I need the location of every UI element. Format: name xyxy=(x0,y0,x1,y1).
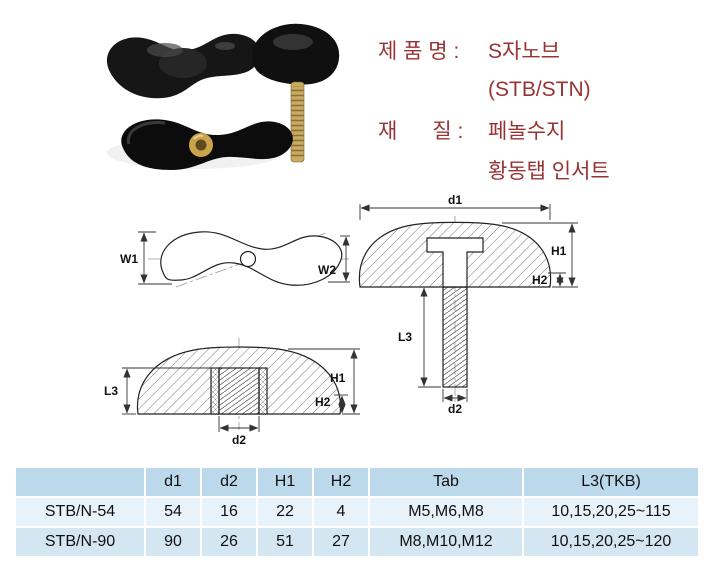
h2-cell: 4 xyxy=(314,498,368,526)
table-row: STB/N-90 90 26 51 27 M8,M10,M12 10,15,20… xyxy=(16,528,698,556)
section-view-drawing: L3 H1 H2 d2 xyxy=(104,338,360,447)
tab-cell: M8,M10,M12 xyxy=(370,528,522,556)
product-name-label: 제 품 명 : xyxy=(378,40,460,63)
top-view-drawing: W1 W2 xyxy=(120,231,350,288)
dim-label-w1: W1 xyxy=(120,252,138,266)
material-sub-value: 황동탭 인서트 xyxy=(488,160,610,183)
product-name-row: 제 품 명 : S자노브 xyxy=(378,30,610,70)
d2-cell: 16 xyxy=(202,498,256,526)
material-label: 재 질 : xyxy=(378,120,464,143)
insert-sleeve-right xyxy=(258,367,268,415)
column-header-l3: L3(TKB) xyxy=(524,468,698,496)
d2-cell: 26 xyxy=(202,528,256,556)
dim-label-sec-d2: d2 xyxy=(232,433,246,447)
product-name-value: S자노브 xyxy=(488,40,560,63)
column-header-d2: d2 xyxy=(202,468,256,496)
d1-cell: 90 xyxy=(146,528,200,556)
dim-label-front-h2: H2 xyxy=(532,273,548,287)
h1-cell: 22 xyxy=(258,498,312,526)
tab-cell: M5,M6,M8 xyxy=(370,498,522,526)
product-info: 제 품 명 : S자노브 (STB/STN) 재 질 : 페놀수지 황동탭 인서… xyxy=(378,30,610,190)
l3-cell: 10,15,20,25~115 xyxy=(524,498,698,526)
column-header-name xyxy=(16,468,144,496)
column-header-tab: Tab xyxy=(370,468,522,496)
product-code-row: (STB/STN) xyxy=(378,70,610,110)
wing-knob-photo xyxy=(106,33,261,99)
table-row: STB/N-54 54 16 22 4 M5,M6,M8 10,15,20,25… xyxy=(16,498,698,526)
dim-label-sec-h1: H1 xyxy=(330,371,346,385)
material-row: 재 질 : 페놀수지 xyxy=(378,110,610,150)
technical-drawings: W1 W2 d1 L3 d2 xyxy=(104,193,578,447)
model-name-cell: STB/N-54 xyxy=(16,498,144,526)
spec-table: d1 d2 H1 H2 Tab L3(TKB) STB/N-54 54 16 2… xyxy=(14,466,700,558)
tapped-hole xyxy=(218,367,260,415)
d1-cell: 54 xyxy=(146,498,200,526)
dim-label-front-d2: d2 xyxy=(448,402,462,416)
h1-cell: 51 xyxy=(258,528,312,556)
column-header-d1: d1 xyxy=(146,468,200,496)
column-header-h1: H1 xyxy=(258,468,312,496)
l3-cell: 10,15,20,25~120 xyxy=(524,528,698,556)
dim-label-w2: W2 xyxy=(318,263,336,277)
stud-knob-photo xyxy=(251,23,340,163)
h2-cell: 27 xyxy=(314,528,368,556)
front-view-drawing: d1 L3 d2 H1 H2 xyxy=(358,193,578,416)
dim-label-sec-h2: H2 xyxy=(315,395,331,409)
material-sub-row: 황동탭 인서트 xyxy=(378,150,610,190)
dim-label-front-l3: L3 xyxy=(398,330,412,344)
material-value: 페놀수지 xyxy=(488,120,566,143)
s-knob-photo xyxy=(121,119,293,170)
table-header-row: d1 d2 H1 H2 Tab L3(TKB) xyxy=(16,468,698,496)
dim-label-sec-l3: L3 xyxy=(104,384,118,398)
dim-label-d1: d1 xyxy=(448,193,462,207)
insert-sleeve-left xyxy=(210,367,220,415)
column-header-h2: H2 xyxy=(314,468,368,496)
model-name-cell: STB/N-90 xyxy=(16,528,144,556)
dim-label-front-h1: H1 xyxy=(551,244,567,258)
product-code-value: (STB/STN) xyxy=(488,78,591,101)
product-photo xyxy=(106,23,340,170)
